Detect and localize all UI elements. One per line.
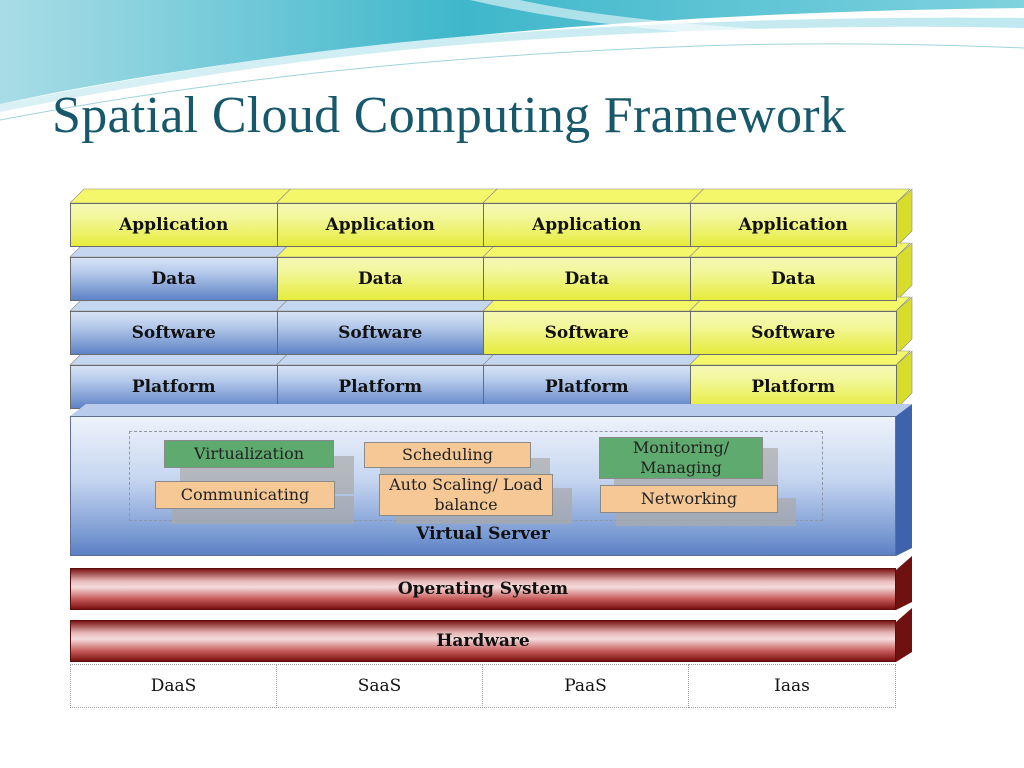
service-model-row: DaaS SaaS PaaS Iaas xyxy=(70,664,896,708)
data-layer-col-2: Data xyxy=(276,257,484,301)
communicating-service: Communicating xyxy=(155,481,335,509)
platform-layer-col-1: Platform xyxy=(70,365,278,409)
slide-title: Spatial Cloud Computing Framework xyxy=(52,87,847,144)
scheduling-service: Scheduling xyxy=(364,442,531,468)
service-model-iaas: Iaas xyxy=(688,664,896,708)
auto-scaling-service: Auto Scaling/ Load balance xyxy=(379,474,553,516)
monitoring-service: Monitoring/ Managing xyxy=(599,437,763,479)
service-model-daas: DaaS xyxy=(70,664,277,708)
virtualization-service: Virtualization xyxy=(164,440,334,468)
software-layer-col-2: Software xyxy=(276,311,484,355)
software-layer-col-3: Software xyxy=(483,311,691,355)
operating-system-layer: Operating System xyxy=(70,568,896,610)
virtual-server-label: Virtual Server xyxy=(416,524,550,544)
application-layer-col-4: Application xyxy=(689,203,897,247)
platform-layer-col-4: Platform xyxy=(689,365,897,409)
software-layer-col-1: Software xyxy=(70,311,278,355)
application-layer-col-1: Application xyxy=(70,203,278,247)
data-layer-col-1: Data xyxy=(70,257,278,301)
service-model-paas: PaaS xyxy=(482,664,689,708)
platform-layer-col-2: Platform xyxy=(276,365,484,409)
header-wave-decoration xyxy=(0,0,1024,121)
application-layer-col-2: Application xyxy=(276,203,484,247)
application-layer-col-3: Application xyxy=(483,203,691,247)
hardware-layer: Hardware xyxy=(70,620,896,662)
service-model-saas: SaaS xyxy=(276,664,483,708)
networking-service: Networking xyxy=(600,485,778,513)
data-layer-col-3: Data xyxy=(483,257,691,301)
data-layer-col-4: Data xyxy=(689,257,897,301)
software-layer-col-4: Software xyxy=(689,311,897,355)
